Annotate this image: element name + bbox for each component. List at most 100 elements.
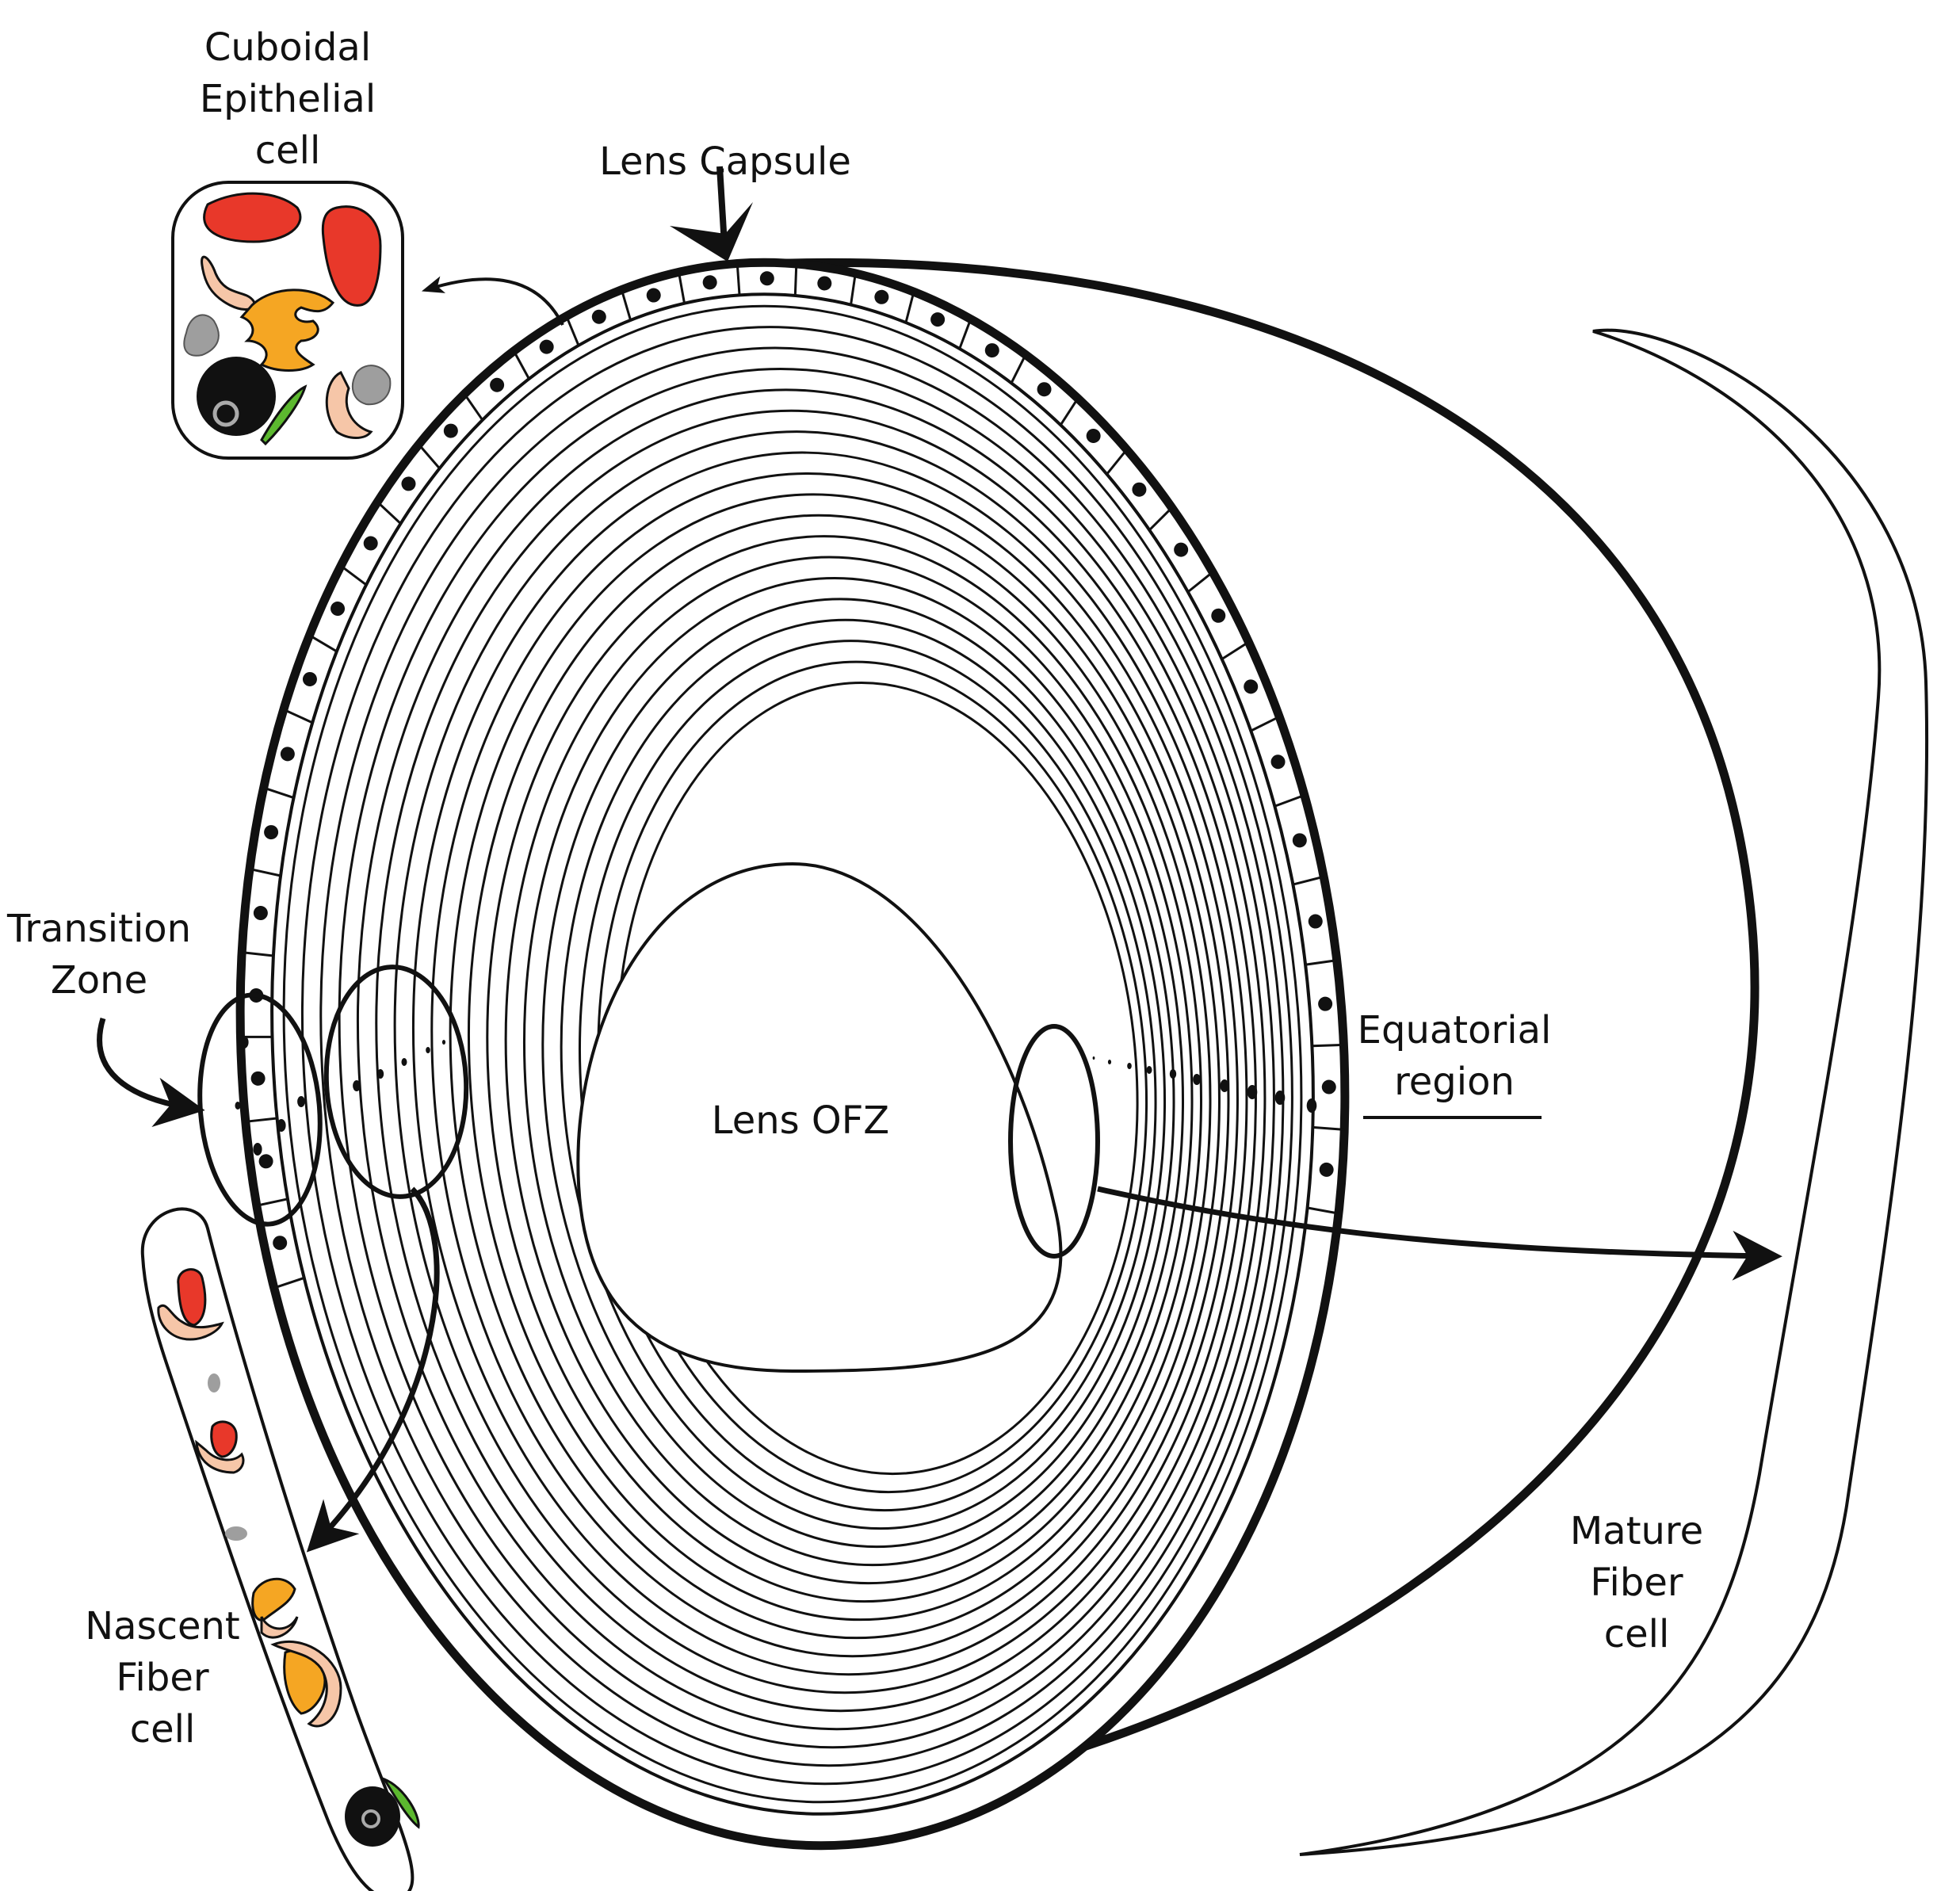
nascent-fiber-arrow [306,1186,440,1553]
transition-zone-arrow [97,1017,205,1128]
label-line: Fiber [1590,1561,1683,1605]
fiber-ring [468,514,1212,1622]
epithelial-nucleus [874,289,889,304]
equatorial-nucleus [1274,1091,1286,1105]
fiber-ring [449,493,1221,1640]
er-icon [201,255,256,311]
epithelial-cell-divider [620,289,632,321]
equatorial-nucleus [1146,1066,1152,1074]
epithelial-cell-divider [283,708,313,724]
label-line: Cuboidal [204,25,372,70]
er-icon [325,370,373,439]
er-icon [195,1439,245,1474]
epithelial-nucleus [1132,482,1147,497]
epithelial-nucleus [490,377,505,392]
er-icon [260,1616,299,1639]
label-line: Transition [6,907,192,951]
epithelial-nucleus [264,825,279,840]
epithelial-nucleus [1308,914,1323,929]
epithelial-cell-divider [1274,793,1305,808]
nucleolus-icon [361,1809,380,1828]
epithelial-nucleus [817,276,832,291]
transition-zone-nucleus [235,1102,241,1110]
mitochondrion-icon [210,1420,238,1458]
transition-zone-nucleus [253,1143,262,1156]
transition-zone-nucleus [401,1058,407,1066]
label-line: Epithelial [199,77,376,121]
transition-zone-nucleus [353,1080,361,1091]
fiber-ring [338,367,1275,1749]
epithelial-cell-arrow [421,276,564,326]
equatorial-nucleus [1127,1063,1132,1069]
golgi-apparatus-icon [251,1577,296,1622]
epithelial-cell-divider [1312,1043,1344,1048]
fiber-ring [430,472,1230,1658]
label-line: Fiber [116,1656,209,1700]
fiber-ring [300,326,1293,1786]
fiber-ring [412,451,1239,1676]
epithelial-cell-divider [263,786,295,799]
nucleolus-icon [212,400,239,427]
label-line: cell [1603,1612,1670,1656]
equatorial-nucleus [1092,1056,1095,1060]
epithelial-cell-divider [256,1198,288,1207]
epithelial-nucleus [1174,542,1189,557]
fiber-ring [579,640,1157,1512]
epithelial-cell-divider [418,443,441,470]
mature-fiber-cell [1299,328,1929,1856]
epithelial-cell-divider [340,564,367,586]
epithelial-nucleus [591,309,606,324]
transition-zone-nucleus [441,1040,446,1045]
epithelial-cell-divider [1292,875,1324,886]
nucleus-icon [197,357,276,436]
epithelial-cell-divider [1307,1206,1339,1215]
cuboidal-epithelial-cell [171,181,404,460]
transition-zone-nucleus [376,1069,384,1079]
mitochondrion-icon [321,205,382,307]
epithelial-nucleus [401,476,416,491]
label-line: Equatorial [1357,1008,1552,1052]
lens-capsule-label: Lens Capsule [594,136,856,188]
epithelial-cell-divider [308,634,338,653]
transition-zone-circle-2 [323,965,469,1199]
label-line: Mature [1569,1509,1704,1553]
epithelial-nucleus [330,602,346,617]
epithelial-nucleus [1086,428,1101,443]
mitochondrion-icon [203,192,302,243]
epithelial-cell-divider [1305,959,1337,966]
epithelial-nucleus [258,1154,273,1169]
epithelial-nucleus [302,671,317,686]
lens-capsule-arrow-head [670,202,753,262]
epithelial-cell-divider [513,350,530,380]
fiber-ring [523,576,1184,1567]
epithelial-cell-divider [376,501,402,525]
epithelial-cell-divider [249,867,281,877]
equatorial-nucleus [1169,1069,1177,1079]
fiber-ring [357,388,1267,1731]
epithelial-nucleus [1037,382,1052,397]
equatorial-circle [1008,1024,1100,1259]
fiber-cell-rings [282,304,1303,1804]
epithelial-nucleus [250,1071,266,1086]
equatorial-nucleus [1107,1060,1112,1064]
epithelial-cell-divider [677,272,686,304]
transition-zone-nucleus [277,1119,286,1132]
epithelial-nucleus [1318,996,1333,1011]
epithelial-cell-divider [1312,1125,1345,1131]
epithelial-cell-divider [1186,571,1213,594]
epithelial-cell-divider [793,263,798,296]
epithelial-nucleus [1211,608,1226,623]
epithelial-nucleus [539,339,554,354]
transition-zone-nuclei [235,1036,446,1156]
label-line: cell [254,128,321,173]
epithelial-nucleus [273,1236,288,1251]
epithelial-cell-divider [904,291,915,323]
transition-zone-nucleus [426,1047,430,1053]
mature-fiber-cell-label: Mature Fiber cell [1545,1506,1728,1660]
cuboidal-epithelial-cell-label: Cuboidal Epithelial cell [197,22,379,177]
mitochondrion-icon [177,1268,207,1327]
label-line: Zone [50,958,148,1003]
epithelial-nucleus [363,536,378,551]
epithelial-cell-divider [850,273,857,305]
er-icon [270,1640,342,1728]
